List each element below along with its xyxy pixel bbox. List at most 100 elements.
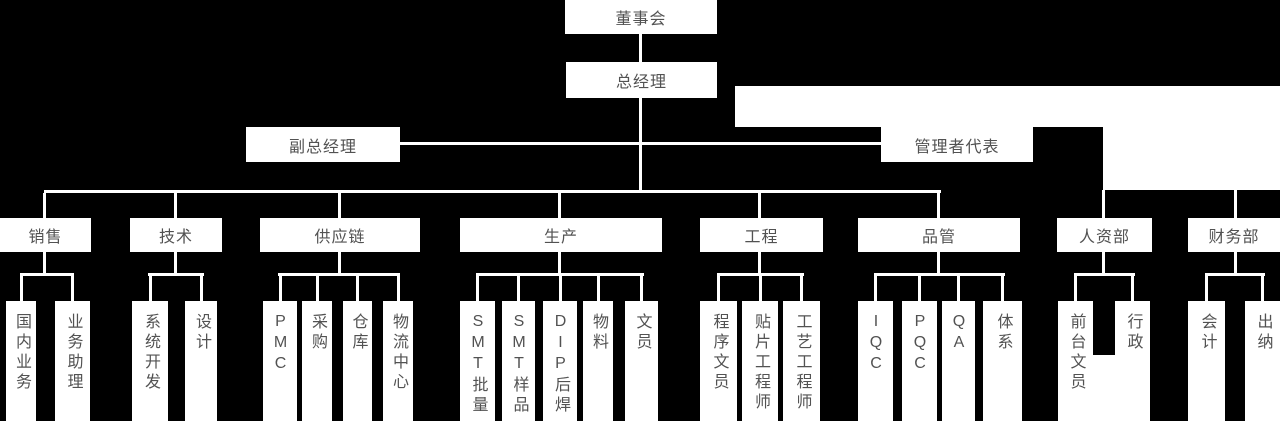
leaf-domestic-business[interactable]: 国内业务 — [6, 301, 36, 421]
node-management-representative[interactable]: 管理者代表 — [881, 127, 1033, 162]
connector-rail — [1074, 273, 1135, 276]
leaf-accountant[interactable]: 会计 — [1188, 301, 1225, 421]
connector-stub — [356, 276, 359, 301]
connector-stub — [174, 193, 177, 218]
connector-stub — [1261, 276, 1264, 301]
leaf-design[interactable]: 设计 — [185, 301, 217, 421]
leaf-label: 业务助理 — [64, 313, 82, 393]
leaf-logistics-center[interactable]: 物流中心 — [383, 301, 413, 421]
connector-stub — [71, 276, 74, 301]
leaf-clerk[interactable]: 文员 — [625, 301, 658, 421]
leaf-smt-sample[interactable]: SMT样品 — [502, 301, 535, 421]
connector-stub — [43, 193, 46, 218]
dept-finance[interactable]: 财务部 — [1188, 218, 1280, 252]
node-general-manager[interactable]: 总经理 — [566, 62, 717, 98]
leaf-label: 设计 — [193, 313, 210, 353]
leaf-label: SMT批量 — [469, 313, 487, 416]
leaf-label: 国内业务 — [13, 313, 30, 393]
connector-stub — [559, 276, 562, 301]
dept-sales[interactable]: 销售 — [0, 218, 91, 252]
dept-technology[interactable]: 技术 — [130, 218, 222, 252]
connector-stub — [759, 276, 762, 301]
leaf-dip-soldering[interactable]: DIP后焊 — [543, 301, 577, 421]
leaf-label: IQC — [867, 313, 885, 376]
connector-stub — [937, 193, 940, 218]
leaf-process-engineer[interactable]: 工艺工程师 — [783, 301, 820, 421]
connector-trunk-top — [639, 34, 642, 62]
leaf-label: QA — [950, 313, 968, 355]
leaf-label: 文员 — [633, 313, 651, 353]
connector-stub — [957, 276, 960, 301]
background-panel-top-right — [735, 86, 1280, 127]
connector-stub — [758, 193, 761, 218]
leaf-label: 行政 — [1124, 313, 1142, 353]
leaf-warehouse[interactable]: 仓库 — [343, 301, 372, 421]
leaf-label: 体系 — [994, 313, 1012, 353]
leaf-iqc[interactable]: IQC — [858, 301, 893, 421]
connector-stub — [1074, 276, 1077, 301]
connector-stub — [1001, 276, 1004, 301]
connector-rail — [1205, 273, 1265, 276]
connector-stub — [717, 276, 720, 301]
connector-rail — [278, 273, 400, 276]
leaf-qa[interactable]: QA — [942, 301, 975, 421]
connector-stub — [640, 276, 643, 301]
leaf-label: 出纳 — [1254, 313, 1272, 353]
dept-production[interactable]: 生产 — [460, 218, 662, 252]
connector-rail — [476, 273, 644, 276]
connector-stub — [558, 252, 561, 273]
connector-stub — [874, 276, 877, 301]
dept-supply-chain[interactable]: 供应链 — [260, 218, 420, 252]
connector-stub — [338, 193, 341, 218]
dept-hr[interactable]: 人资部 — [1057, 218, 1152, 252]
connector-stub — [937, 252, 940, 273]
leaf-program-clerk[interactable]: 程序文员 — [700, 301, 737, 421]
leaf-system-development[interactable]: 系统开发 — [132, 301, 168, 421]
leaf-pmc[interactable]: PMC — [263, 301, 297, 421]
leaf-purchasing[interactable]: 采购 — [302, 301, 332, 421]
leaf-label: SMT样品 — [510, 313, 528, 416]
node-board[interactable]: 董事会 — [565, 0, 717, 34]
leaf-label: 工艺工程师 — [793, 313, 811, 413]
connector-stub — [316, 276, 319, 301]
background-panel-hr-gap — [1093, 355, 1115, 421]
connector-rail — [20, 273, 74, 276]
leaf-administration[interactable]: 行政 — [1115, 301, 1150, 421]
leaf-quality-system[interactable]: 体系 — [983, 301, 1022, 421]
connector-stub — [1102, 252, 1105, 273]
leaf-front-desk-clerk[interactable]: 前台文员 — [1058, 301, 1093, 421]
connector-stub — [200, 276, 203, 301]
leaf-smt-engineer[interactable]: 贴片工程师 — [742, 301, 778, 421]
dept-engineering[interactable]: 工程 — [700, 218, 823, 252]
connector-deputy-rep-line — [400, 142, 881, 145]
leaf-label: 系统开发 — [142, 313, 159, 393]
leaf-cashier[interactable]: 出纳 — [1245, 301, 1280, 421]
leaf-label: 采购 — [309, 313, 326, 353]
leaf-business-assistant[interactable]: 业务助理 — [55, 301, 90, 421]
leaf-label: DIP后焊 — [552, 313, 569, 416]
connector-stub — [1205, 276, 1208, 301]
connector-stub — [597, 276, 600, 301]
dept-quality[interactable]: 品管 — [858, 218, 1020, 252]
leaf-pqc[interactable]: PQC — [902, 301, 937, 421]
connector-stub — [918, 276, 921, 301]
connector-stub — [1102, 190, 1105, 218]
leaf-smt-batch[interactable]: SMT批量 — [460, 301, 495, 421]
connector-stub — [174, 252, 177, 273]
connector-department-line — [44, 190, 941, 193]
connector-stub — [20, 276, 23, 301]
connector-stub — [149, 276, 152, 301]
connector-stub — [758, 252, 761, 273]
leaf-label: 前台文员 — [1067, 313, 1085, 393]
leaf-label: 仓库 — [349, 313, 367, 353]
connector-stub — [800, 276, 803, 301]
leaf-label: 物流中心 — [390, 313, 407, 393]
connector-stub — [338, 252, 341, 273]
connector-stub — [279, 276, 282, 301]
connector-stub — [558, 193, 561, 218]
leaf-label: PQC — [911, 313, 929, 376]
leaf-materials[interactable]: 物料 — [583, 301, 613, 421]
node-deputy-general-manager[interactable]: 副总经理 — [246, 127, 400, 162]
connector-stub — [1234, 252, 1237, 273]
connector-stub — [43, 252, 46, 273]
